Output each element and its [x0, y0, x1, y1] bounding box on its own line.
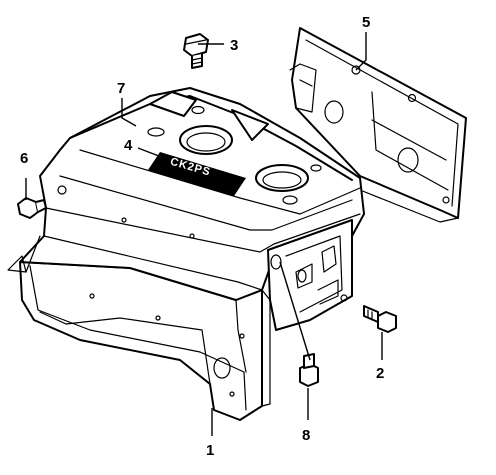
part-3-bolt	[183, 33, 209, 69]
callout-5: 5	[362, 14, 370, 31]
part-2-bolt	[363, 305, 397, 333]
callouts: 3 5 7 4 6 2 8 1	[20, 14, 384, 459]
callout-8: 8	[302, 427, 310, 444]
callout-2: 2	[376, 365, 384, 382]
part-6-bolt	[17, 197, 47, 219]
leader-lines	[25, 32, 383, 436]
callout-1: 1	[206, 442, 214, 459]
callout-4: 4	[124, 137, 133, 154]
callout-3: 3	[230, 37, 238, 54]
part-7-engine-cover	[7, 87, 365, 331]
callout-7: 7	[117, 80, 125, 97]
part-8-bolt	[299, 353, 319, 387]
callout-6: 6	[20, 150, 28, 167]
